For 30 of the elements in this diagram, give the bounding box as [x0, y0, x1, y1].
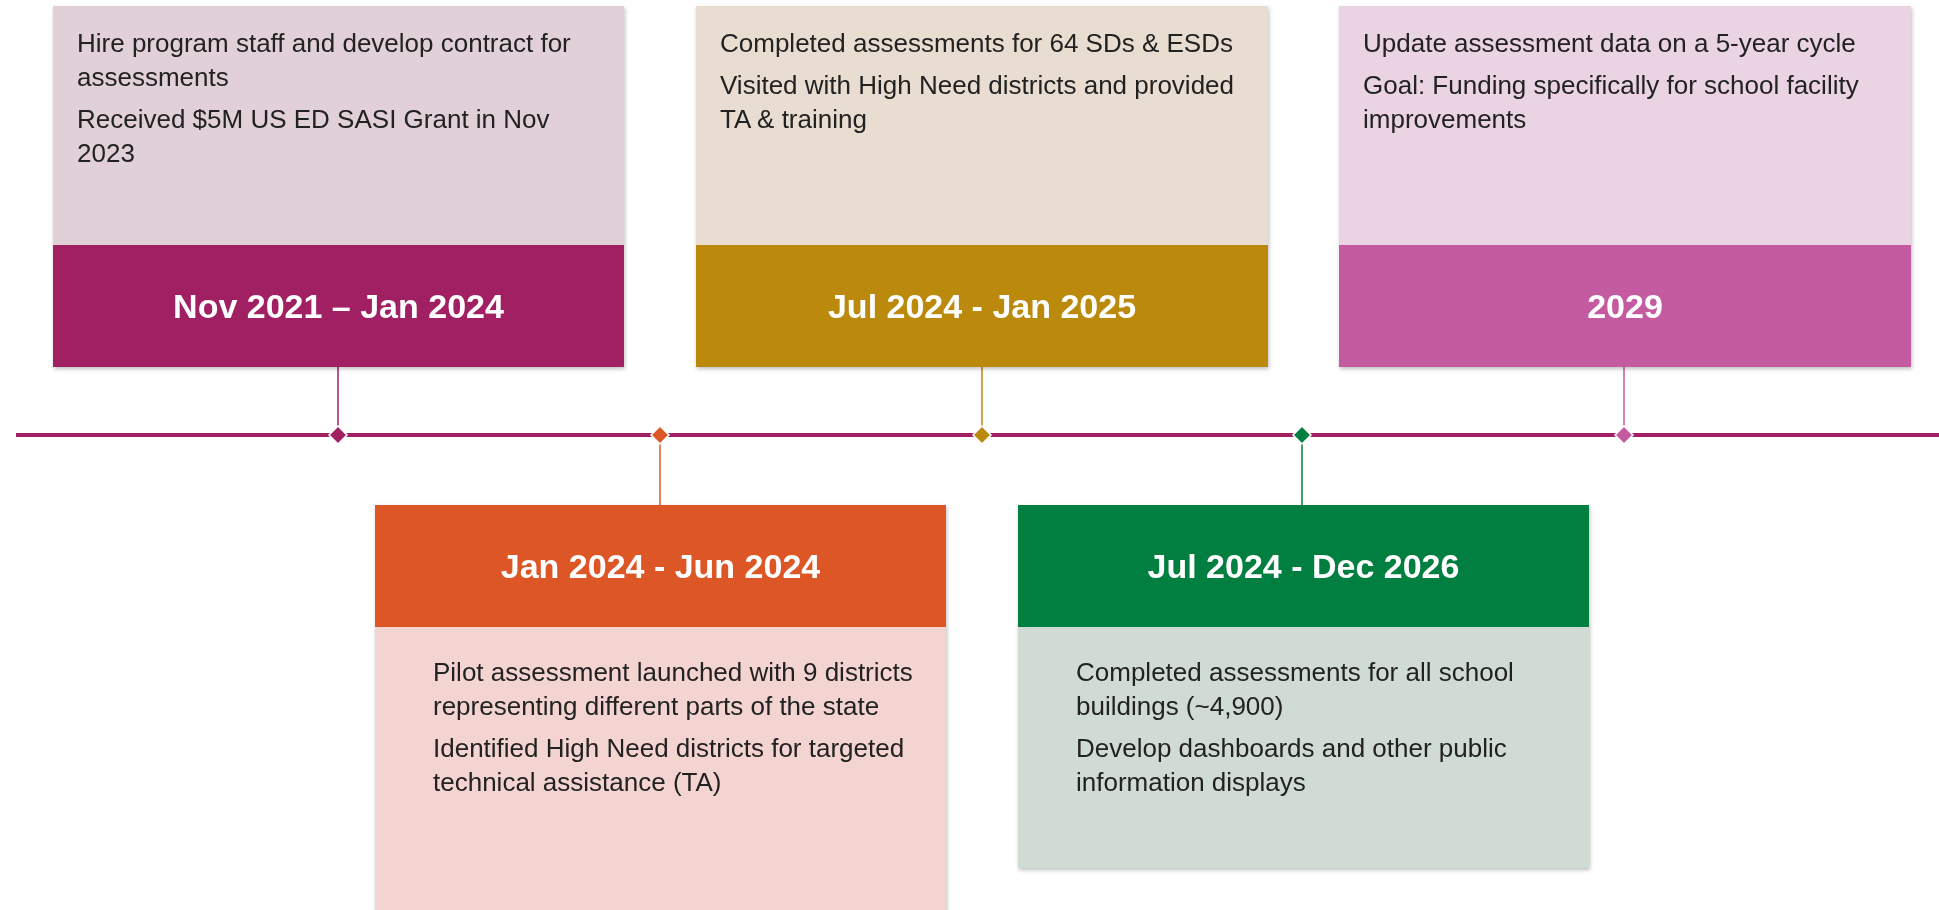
- milestone-text: Goal: Funding specifically for school facility improvements: [1362, 69, 1860, 136]
- timeline-card: [1018, 505, 1589, 868]
- milestone-text: Hire program staff and develop contract for assessments: [76, 27, 572, 94]
- milestone-diamond: [329, 426, 347, 444]
- milestone-text: Update assessment data on a 5-year cycle: [1362, 27, 1857, 60]
- timeline-card: [1339, 6, 1911, 367]
- date-header: Nov 2021 – Jan 2024: [53, 245, 624, 367]
- milestone-text: Completed assessments for 64 SDs & ESDs: [719, 27, 1234, 60]
- milestone-diamond: [1615, 426, 1633, 444]
- timeline-card: [696, 6, 1268, 367]
- date-header: Jan 2024 - Jun 2024: [375, 505, 946, 627]
- milestone-text: Visited with High Need districts and provided TA & training: [719, 69, 1235, 136]
- milestone-text: Develop dashboards and other public information displays: [1075, 732, 1508, 799]
- connector-line: [337, 366, 339, 427]
- milestone-diamond: [973, 426, 991, 444]
- timeline-card: [53, 6, 624, 367]
- milestone-diamond: [1293, 426, 1311, 444]
- date-header: Jul 2024 - Jan 2025: [696, 245, 1268, 367]
- date-header: 2029: [1339, 245, 1911, 367]
- milestone-text: Completed assessments for all school buildings (~4,900): [1075, 656, 1515, 723]
- date-header: Jul 2024 - Dec 2026: [1018, 505, 1589, 627]
- connector-line: [1301, 443, 1303, 506]
- connector-line: [659, 443, 661, 506]
- milestone-diamond: [651, 426, 669, 444]
- timeline-card: [375, 505, 946, 910]
- milestone-text: Received $5M US ED SASI Grant in Nov 2023: [76, 103, 551, 170]
- milestone-text: Identified High Need districts for targeted technical assistance (TA): [432, 732, 906, 799]
- connector-line: [981, 366, 983, 427]
- connector-line: [1623, 366, 1625, 427]
- milestone-text: Pilot assessment launched with 9 districts representing different parts of the state: [432, 656, 914, 723]
